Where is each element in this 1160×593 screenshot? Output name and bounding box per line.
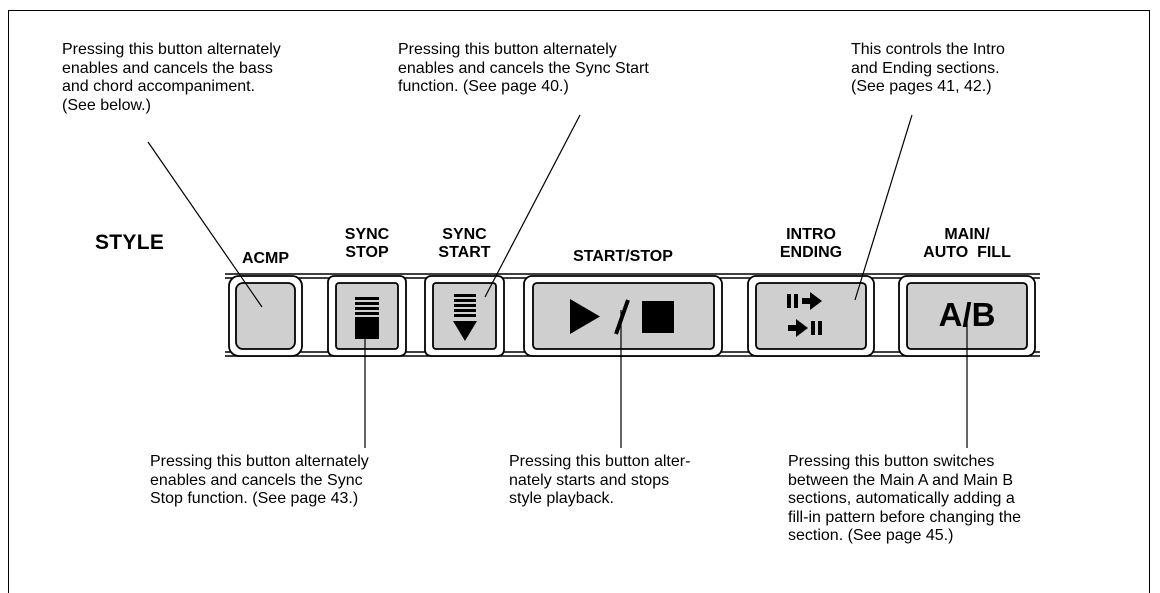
note-line: Pressing this button alter- <box>509 453 691 470</box>
note-line: (See pages 41, 42.) <box>851 78 992 95</box>
leader-sync-start <box>484 114 581 298</box>
note-line: section. (See page 45.) <box>788 527 954 544</box>
note-start-stop: Pressing this button alter- nately start… <box>509 453 690 509</box>
note-line: Pressing this button switches <box>788 453 995 470</box>
note-intro-ending: This controls the Intro and Ending secti… <box>851 41 1005 97</box>
note-line: nately starts and stops <box>509 471 670 489</box>
sync-start-label-line2: START <box>438 244 491 261</box>
sync-stop-button[interactable] <box>327 275 407 357</box>
sync-start-label-line1: SYNC <box>442 226 487 243</box>
note-main-auto-fill: Pressing this button switches between th… <box>788 453 1021 546</box>
sync-stop-label-line1: SYNC <box>344 226 390 243</box>
note-line: Pressing this button alternately <box>62 41 281 58</box>
note-line: enables and cancels the bass <box>62 59 273 77</box>
sync-stop-label-line2: STOP <box>345 244 389 261</box>
acmp-button[interactable] <box>228 275 303 357</box>
intro-ending-label-line2: ENDING <box>779 244 843 261</box>
leader-acmp <box>147 141 263 308</box>
note-line: function. (See page 40.) <box>398 78 569 95</box>
intro-ending-icon <box>787 292 822 337</box>
note-line: between the Main A and Main B <box>788 471 1014 489</box>
note-line: enables and cancels the Sync Start <box>398 59 649 77</box>
leader-intro-ending <box>854 114 913 301</box>
sync-start-icon <box>453 294 477 341</box>
note-line: (See below.) <box>62 96 151 114</box>
start-stop-button[interactable] <box>523 275 723 357</box>
diagram-frame <box>8 10 1150 593</box>
intro-ending-label-line1: INTRO <box>786 226 836 243</box>
note-line: and chord accompaniment. <box>62 78 255 95</box>
play-stop-icon <box>570 299 674 335</box>
note-line: enables and cancels the Sync <box>150 471 363 489</box>
note-sync-start: Pressing this button alternately enables… <box>398 41 649 97</box>
main-auto-fill-label-line1: MAIN/ <box>944 226 990 243</box>
acmp-label: ACMP <box>241 250 290 267</box>
note-line: and Ending sections. <box>851 59 1000 77</box>
leader-lines <box>147 114 968 448</box>
sync-stop-icon <box>355 297 379 339</box>
note-line: This controls the Intro <box>851 41 1005 58</box>
note-acmp: Pressing this button alternately enables… <box>62 41 281 115</box>
note-sync-stop: Pressing this button alternately enables… <box>150 453 369 509</box>
note-line: Pressing this button alternately <box>150 453 369 470</box>
sync-start-button[interactable] <box>424 275 505 357</box>
intro-ending-button[interactable] <box>747 275 875 357</box>
note-line: fill-in pattern before changing the <box>788 508 1022 526</box>
main-auto-fill-label-line2: AUTO FILL <box>923 244 1011 261</box>
note-line: sections, automatically adding a <box>788 490 1015 507</box>
section-title-style: STYLE <box>95 231 165 254</box>
start-stop-label: START/STOP <box>573 248 673 265</box>
ab-symbol-text: A/B <box>938 296 996 333</box>
note-line: Stop function. (See page 43.) <box>150 490 359 507</box>
note-line: style playback. <box>509 490 614 507</box>
note-line: Pressing this button alternately <box>398 41 617 58</box>
